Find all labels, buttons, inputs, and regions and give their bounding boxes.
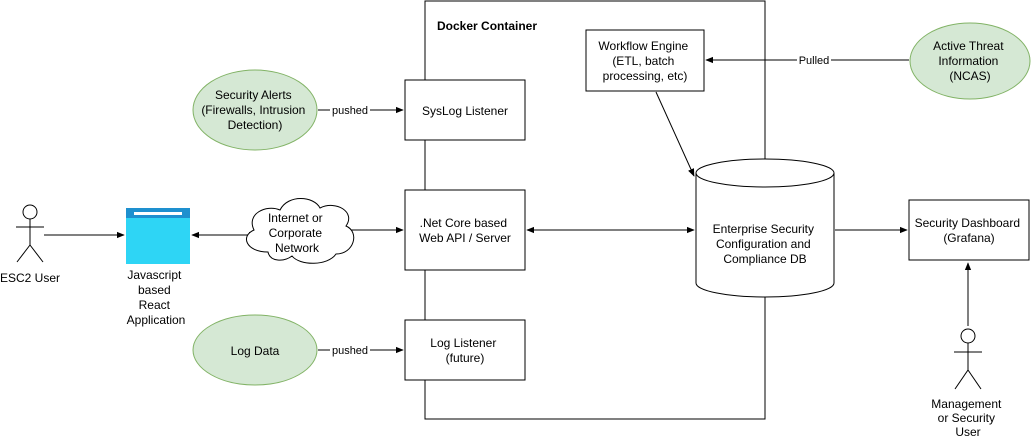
svg-text:Security Dashboard (Graf: Security Dashboard (Grafana) [915,216,1024,245]
edge-workflow-to-db [655,91,695,177]
react-app-label: Javascript based React Application [127,268,186,327]
security-alerts-node: Security Alerts (Firewalls, Intrusion De… [192,69,318,151]
workflow-engine-node: Workflow Engine (ETL, batch processing, … [585,29,705,92]
svg-text:Active Threat Informatio: Active Threat Information (NCAS) [933,39,1007,83]
edge-label-threat: Pulled [799,55,830,67]
svg-text:Enterprise Security Conf: Enterprise Security Configuration and Co… [713,222,818,266]
esc2-user-actor-icon [16,204,44,263]
svg-text:Internet or Corporate: Internet or Corporate Network [268,211,326,255]
log-data-node: Log Data [192,314,318,386]
internet-cloud-node: Internet or Corporate Network [245,198,355,264]
svg-text:Log Data: Log Data [231,344,280,358]
svg-text:Workflow Engine (ETL, ba: Workflow Engine (ETL, batch processing, … [598,39,691,83]
svg-text:Security Alerts (Firewal: Security Alerts (Firewalls, Intrusion De… [201,88,308,132]
browser-window-icon [126,208,190,264]
management-user-actor-icon [954,328,982,390]
edge-label-alerts: pushed [332,105,368,117]
dashboard-node: Security Dashboard (Grafana) [908,199,1030,261]
active-threat-node: Active Threat Information (NCAS) [909,22,1031,100]
syslog-listener-node: SysLog Listener [404,79,526,141]
database-node: Enterprise Security Configuration and Co… [695,158,835,298]
svg-text:.Net Core based Web API: .Net Core based Web API / Server [419,216,511,245]
log-listener-node: Log Listener (future) [404,319,526,381]
edge-label-logdata: pushed [332,345,368,357]
svg-text:SysLog Listener: SysLog Listener [422,104,508,118]
management-user-label: Management or Security User [931,397,1004,439]
docker-container-title: Docker Container [437,19,537,33]
web-api-node: .Net Core based Web API / Server [404,189,526,271]
svg-text:Log Listener (future): Log Listener (future) [430,336,499,365]
esc2-user-label: ESC2 User [0,271,60,285]
